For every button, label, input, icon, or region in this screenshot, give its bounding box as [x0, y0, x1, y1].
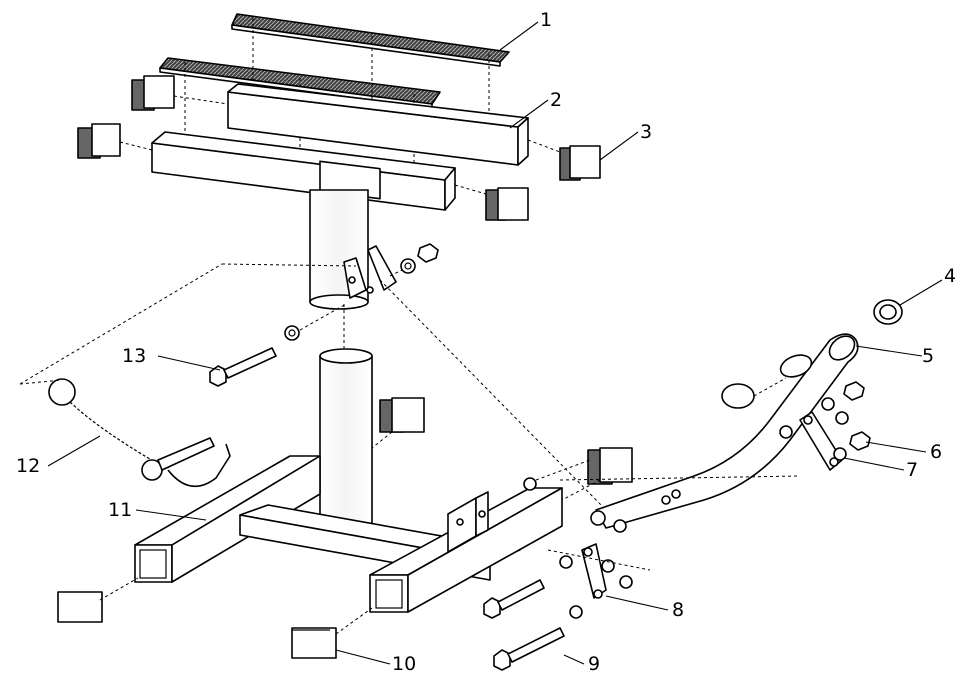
- link-plate-7: [779, 381, 871, 471]
- pin-and-chain: [19, 263, 357, 488]
- end-cap-lower-right: [561, 447, 633, 501]
- end-cap-upper-right-back: [527, 139, 601, 181]
- handle-lever: [590, 333, 859, 529]
- upper-tube-back: [227, 83, 529, 166]
- callout-1: 1: [540, 9, 552, 31]
- end-cap-front-left: [57, 577, 139, 623]
- callout-8: 8: [672, 599, 684, 621]
- base-right-tube: [369, 487, 563, 613]
- end-cap-upper-left-front: [77, 123, 153, 159]
- callout-9: 9: [588, 653, 600, 675]
- callout-7: 7: [906, 459, 918, 481]
- bolt-13: [209, 303, 347, 387]
- callout-labels: 1 2 3 4 5 6 7 8 9 10 11 12 13: [16, 9, 956, 675]
- bolts-9: [483, 579, 565, 671]
- callout-6: 6: [930, 441, 942, 463]
- callout-12: 12: [16, 455, 40, 477]
- upper-post: [309, 189, 397, 310]
- end-cap-mid: [371, 397, 425, 449]
- top-pad-upper: [231, 13, 510, 67]
- callout-11: 11: [108, 499, 132, 521]
- link-plate-8: [379, 279, 801, 619]
- upper-hardware: [389, 243, 439, 277]
- callout-4: 4: [944, 265, 956, 287]
- handle-grip-4: [721, 299, 903, 409]
- callout-5: 5: [922, 345, 934, 367]
- callout-13: 13: [122, 345, 146, 367]
- end-cap-upper-left-back: [131, 75, 229, 111]
- lower-post: [319, 304, 373, 537]
- callout-10: 10: [392, 653, 416, 675]
- end-cap-upper-right-front: [454, 184, 529, 221]
- end-cap-front-right: [291, 607, 373, 659]
- leader-lines: [47, 21, 943, 665]
- callout-2: 2: [550, 89, 562, 111]
- callout-3: 3: [640, 121, 652, 143]
